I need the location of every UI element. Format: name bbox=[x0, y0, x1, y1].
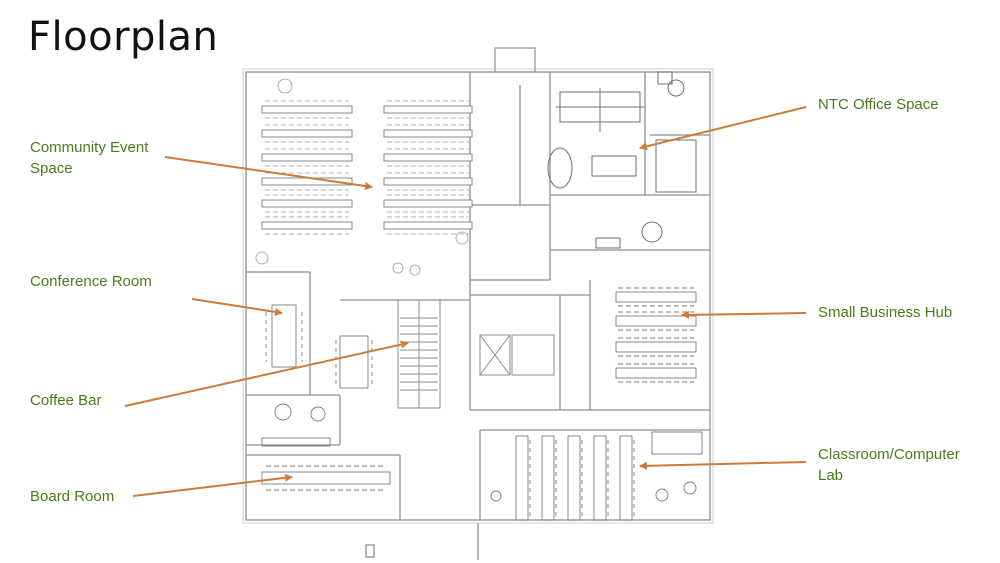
label-coffee-bar: Coffee Bar bbox=[30, 392, 102, 409]
label-ntc-office-space: NTC Office Space bbox=[818, 96, 939, 113]
label-small-business-hub: Small Business Hub bbox=[818, 304, 953, 321]
arrow-ntc-office-space bbox=[639, 106, 807, 151]
arrow-conference-room bbox=[191, 298, 283, 316]
label-classroom-computer-lab: Classroom/Computer Lab bbox=[818, 444, 960, 486]
arrow-classroom-computer-lab bbox=[639, 461, 807, 470]
callout-arrows bbox=[124, 106, 807, 497]
ntc-office-furniture bbox=[547, 71, 697, 249]
conference-room-furniture bbox=[265, 304, 303, 368]
coffee-bar-furniture bbox=[261, 335, 373, 447]
label-community-event-space-line1: Community Event bbox=[30, 139, 149, 156]
arrow-board-room bbox=[132, 473, 293, 497]
label-community-event-space-line2: Space bbox=[30, 160, 73, 177]
label-board-room: Board Room bbox=[30, 488, 115, 505]
label-classroom-line1: Classroom/Computer bbox=[818, 446, 960, 463]
label-community-event-space: Community Event Space bbox=[30, 137, 148, 179]
community-chairs bbox=[255, 78, 469, 276]
board-room-furniture bbox=[261, 465, 391, 491]
arrow-coffee-bar bbox=[124, 340, 409, 407]
arrow-community-event-space bbox=[164, 156, 373, 190]
label-classroom-line2: Lab bbox=[818, 467, 844, 484]
arrow-small-business-hub bbox=[681, 310, 807, 319]
page-title: Floorplan bbox=[28, 14, 219, 60]
stair-core bbox=[397, 299, 555, 409]
community-tables bbox=[261, 105, 473, 230]
label-conference-room: Conference Room bbox=[30, 273, 152, 290]
classroom-desks bbox=[490, 431, 703, 521]
small-business-hub-desks bbox=[615, 287, 697, 383]
